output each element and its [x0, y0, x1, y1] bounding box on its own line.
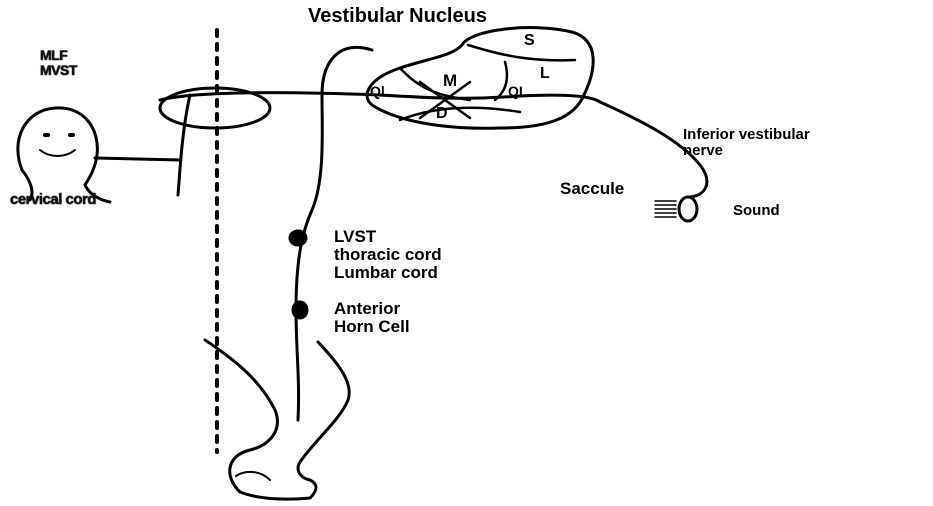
- nucleus-region-ql: Ql: [370, 84, 385, 99]
- nucleus-division-s: [468, 45, 575, 60]
- lvst-synapse: [290, 231, 306, 245]
- label-sound: Sound: [733, 203, 780, 219]
- label-anterior: Anterior: [334, 300, 400, 318]
- label-thoracic-cord: thoracic cord: [334, 246, 442, 264]
- label-saccule: Saccule: [560, 180, 624, 198]
- nucleus-region-s: S: [524, 33, 535, 50]
- label-lumbar-cord: Lumbar cord: [334, 264, 438, 282]
- nucleus-division-l: [495, 62, 507, 100]
- nucleus-region-d: D: [436, 106, 448, 123]
- diagram-title: Vestibular Nucleus: [308, 6, 487, 27]
- head-mouth: [40, 150, 75, 156]
- nucleus-region-l: L: [540, 66, 550, 83]
- label-inferior-vestibular-nerve-2: nerve: [683, 143, 723, 159]
- label-lvst: LVST: [334, 228, 376, 246]
- left-foot: [236, 472, 270, 480]
- label-mvst: MVST: [40, 63, 77, 78]
- neck-connector: [95, 158, 180, 160]
- label-mlf: MLF: [40, 48, 67, 63]
- vestibular-nucleus-outline: [367, 28, 593, 129]
- saccule-organ: [679, 197, 697, 221]
- label-inferior-vestibular-nerve-1: Inferior vestibular: [683, 127, 810, 143]
- mlf-tract: [160, 93, 380, 100]
- label-horn-cell: Horn Cell: [334, 318, 410, 336]
- left-leg: [205, 340, 349, 499]
- mvst-descending: [178, 95, 190, 195]
- label-cervical-cord: cervical cord: [10, 192, 96, 208]
- nucleus-region-ql2: QL: [508, 84, 527, 99]
- nucleus-region-m: M: [443, 72, 457, 90]
- anterior-horn-synapse: [293, 302, 307, 318]
